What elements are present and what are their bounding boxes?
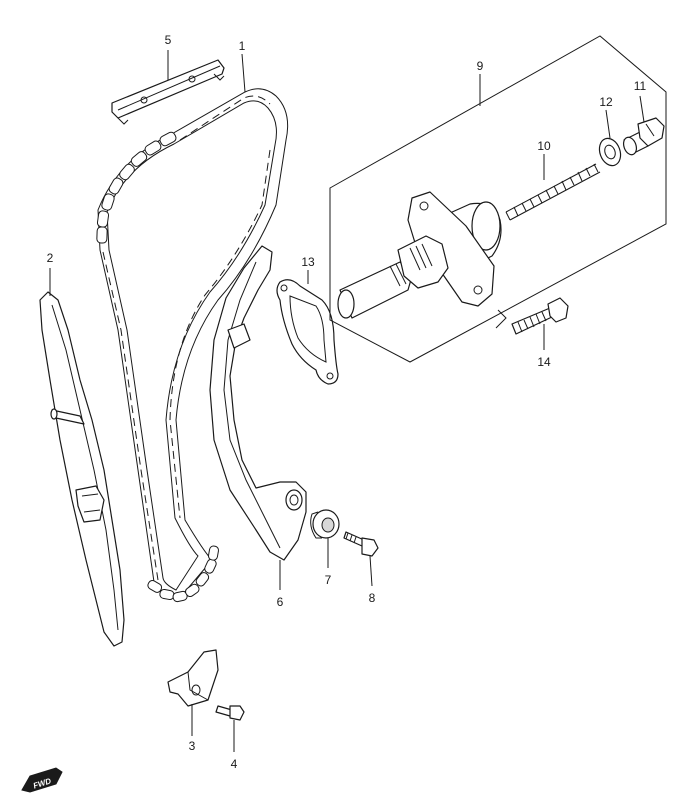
tensioner-assembly-frame: [329, 35, 667, 363]
callout-6: 6: [277, 595, 284, 609]
tensioner-body: [337, 191, 502, 319]
callout-3: 3: [189, 739, 196, 753]
callout-4: 4: [231, 757, 238, 771]
callout-5: 5: [165, 33, 172, 47]
leader-lines: [49, 50, 645, 752]
callout-12: 12: [599, 95, 613, 109]
callout-9: 9: [477, 59, 484, 73]
chain-tensioner-arm: [209, 245, 307, 561]
bush: [310, 509, 340, 539]
callout-labels: 5 1 2 9 10 12 11 13 14 6 7 8 3 4: [47, 33, 647, 771]
arrow-icon: [21, 767, 63, 793]
chain-links-top: [96, 131, 177, 244]
cap-bolt: [622, 117, 665, 156]
callout-2: 2: [47, 251, 54, 265]
callout-7: 7: [325, 573, 332, 587]
bolt-8: [343, 531, 379, 557]
callout-1: 1: [239, 39, 246, 53]
callout-13: 13: [301, 255, 315, 269]
bolt-14: [495, 297, 569, 335]
forward-direction-badge: FWD: [21, 767, 63, 793]
tensioner-gasket: [276, 279, 339, 385]
chain-links-bottom: [147, 545, 220, 603]
washer: [598, 137, 622, 167]
tensioner-spring: [505, 163, 601, 221]
callout-14: 14: [537, 355, 551, 369]
callout-8: 8: [369, 591, 376, 605]
guide-bracket: [167, 649, 219, 707]
bolt-4: [215, 705, 245, 721]
callout-11: 11: [634, 79, 647, 93]
front-chain-guide: [39, 291, 125, 647]
top-chain-guide: [111, 59, 225, 125]
cam-chain: [96, 88, 289, 603]
callout-10: 10: [537, 139, 551, 153]
